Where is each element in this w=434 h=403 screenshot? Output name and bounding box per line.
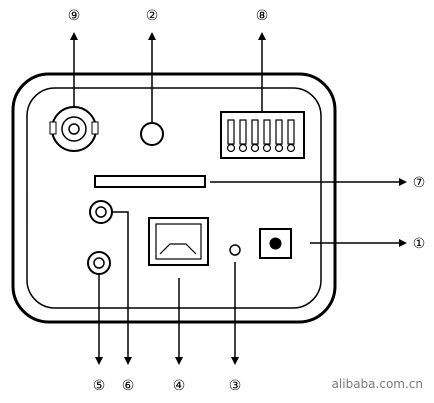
callout-3: ③ <box>229 378 242 394</box>
rj45-port <box>148 217 209 266</box>
led-indicator <box>229 244 241 256</box>
callout-4: ④ <box>173 378 186 394</box>
leader-line-6 <box>112 211 132 365</box>
callout-1: ① <box>413 236 426 252</box>
camera-body-inner <box>26 87 322 309</box>
callout-8: ⑧ <box>256 8 269 24</box>
callout-7: ⑦ <box>413 175 426 191</box>
dip-lever-knob <box>286 143 296 153</box>
dc-power-jack <box>259 228 292 259</box>
card-slot <box>94 175 206 188</box>
dip-lever <box>239 119 247 145</box>
dip-switch <box>220 111 305 159</box>
dip-lever <box>263 119 271 145</box>
dip-lever-knob <box>226 143 236 153</box>
watermark-text: alibaba.com.cn <box>332 377 423 391</box>
dip-lever <box>227 119 235 145</box>
callout-2: ② <box>146 8 159 24</box>
callout-6: ⑥ <box>122 378 135 394</box>
callout-5: ⑤ <box>93 378 106 394</box>
dip-lever-knob <box>250 143 260 153</box>
dip-lever <box>275 119 283 145</box>
camera-body-outer <box>11 72 337 324</box>
lower-round-connector <box>87 251 111 275</box>
dip-lever-knob <box>262 143 272 153</box>
dip-lever-knob <box>274 143 284 153</box>
round-button <box>140 122 164 146</box>
dip-lever <box>287 119 295 145</box>
callout-9: ⑨ <box>68 8 81 24</box>
bnc-connector <box>49 106 99 152</box>
dip-lever <box>251 119 259 145</box>
dip-lever-knob <box>238 143 248 153</box>
small-round-connector <box>89 200 113 224</box>
